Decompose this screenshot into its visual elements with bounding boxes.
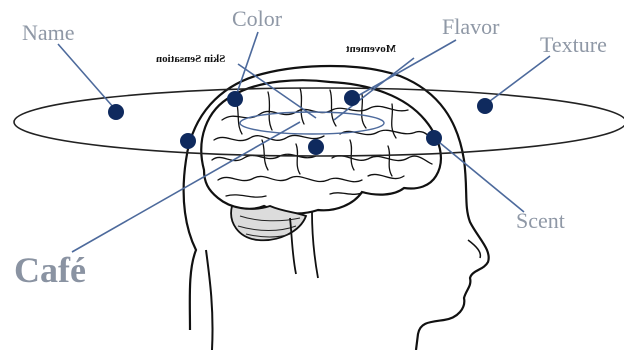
dot-flavor xyxy=(344,90,360,106)
label-color: Color xyxy=(232,8,282,30)
label-flavor: Flavor xyxy=(442,16,499,38)
brain-label-movement: Movement xyxy=(346,44,396,55)
ear-line xyxy=(468,240,480,258)
dot-center xyxy=(308,139,324,155)
dot-texture xyxy=(477,98,493,114)
dot-left-ring xyxy=(180,133,196,149)
dot-color xyxy=(227,91,243,107)
dot-scent xyxy=(426,130,442,146)
dot-name xyxy=(108,104,124,120)
brain-label-skin-sensation: Skin Sensation xyxy=(156,54,225,65)
label-cafe: Café xyxy=(14,252,86,288)
connector-name xyxy=(58,44,114,108)
label-texture: Texture xyxy=(540,34,607,56)
label-scent: Scent xyxy=(516,210,565,232)
neck-back xyxy=(206,250,213,350)
label-name: Name xyxy=(22,22,75,44)
